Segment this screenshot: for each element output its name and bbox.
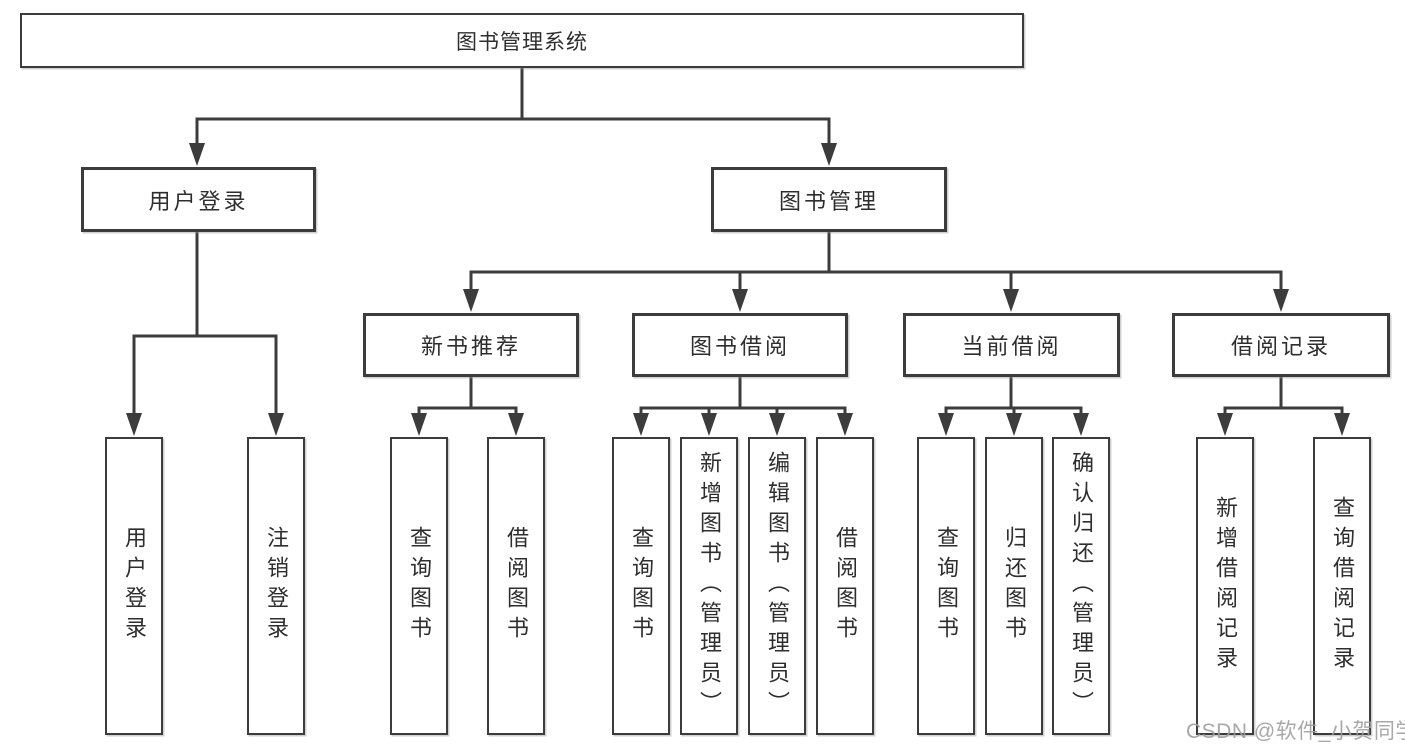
leaf-records-add-label: 新增借阅记录 <box>1213 496 1238 676</box>
leaf-logout-label: 注销登录 <box>264 526 289 646</box>
leaf-current-confirm-label: 确认归还（管理员） <box>1069 451 1094 721</box>
arrow-leaf-nb-query <box>411 413 427 436</box>
arrow-new-book <box>463 289 479 312</box>
leaf-newbook-query-label: 查询图书 <box>407 526 432 646</box>
arrow-leaf-bb-edit <box>769 413 785 436</box>
arrow-leaf-cb-return <box>1006 413 1022 436</box>
leaf-records-add: 新增借阅记录 <box>1196 437 1254 735</box>
arrow-leaf-user-login <box>126 413 142 436</box>
leaf-newbook-borrow-label: 借阅图书 <box>504 526 529 646</box>
arrow-leaf-bb-borrow <box>837 413 853 436</box>
leaf-current-return-label: 归还图书 <box>1002 526 1027 646</box>
node-root-label: 图书管理系统 <box>456 30 588 54</box>
edge-userlogin-bar <box>132 334 278 414</box>
node-new-book-rec: 新书推荐 <box>363 313 579 377</box>
arrow-leaf-nb-borrow <box>508 413 524 436</box>
leaf-current-query: 查询图书 <box>917 437 975 735</box>
leaf-newbook-borrow: 借阅图书 <box>487 437 545 735</box>
node-user-login-label: 用户登录 <box>148 188 249 214</box>
watermark: CSDN @软件_小贺同学 <box>1186 720 1405 743</box>
leaf-records-query-label: 查询借阅记录 <box>1330 496 1355 676</box>
arrow-leaf-bb-add <box>701 413 717 436</box>
arrow-leaf-br-query <box>1334 413 1350 436</box>
leaf-borrow-edit-label: 编辑图书（管理员） <box>765 451 790 721</box>
leaf-user-login-label: 用户登录 <box>122 526 147 646</box>
node-borrow-records-label: 借阅记录 <box>1230 334 1331 359</box>
node-new-book-rec-label: 新书推荐 <box>420 334 521 359</box>
arrow-borrow-records <box>1273 289 1289 312</box>
edge-bookmgmt-bar <box>469 270 1283 291</box>
leaf-current-return: 归还图书 <box>985 437 1043 735</box>
node-current-borrow-label: 当前借阅 <box>961 334 1062 359</box>
arrow-leaf-bb-query <box>633 413 649 436</box>
arrow-leaf-cb-confirm <box>1073 413 1089 436</box>
leaf-borrow-borrow: 借阅图书 <box>816 437 874 735</box>
leaf-records-query: 查询借阅记录 <box>1313 437 1371 735</box>
node-book-mgmt: 图书管理 <box>711 167 947 232</box>
arrow-leaf-br-add <box>1217 413 1233 436</box>
leaf-current-query-label: 查询图书 <box>934 526 959 646</box>
edge-records-bar <box>1223 406 1344 414</box>
leaf-borrow-query: 查询图书 <box>612 437 670 735</box>
leaf-borrow-add: 新增图书（管理员） <box>680 437 738 735</box>
arrow-book-mgmt <box>821 143 837 166</box>
node-book-borrow: 图书借阅 <box>632 313 848 377</box>
node-current-borrow: 当前借阅 <box>903 313 1120 377</box>
node-root: 图书管理系统 <box>20 13 1024 68</box>
leaf-current-confirm: 确认归还（管理员） <box>1052 437 1110 735</box>
leaf-borrow-query-label: 查询图书 <box>629 526 654 646</box>
node-book-borrow-label: 图书借阅 <box>689 334 790 359</box>
leaf-logout: 注销登录 <box>247 437 305 735</box>
leaf-user-login: 用户登录 <box>105 437 163 735</box>
arrow-current-borrow <box>1003 289 1019 312</box>
edge-root-bar <box>195 117 831 145</box>
arrow-leaf-logout <box>268 413 284 436</box>
arrow-user-login <box>189 143 205 166</box>
arrow-book-borrow <box>732 289 748 312</box>
edge-newbook-bar <box>417 406 518 414</box>
leaf-borrow-borrow-label: 借阅图书 <box>833 526 858 646</box>
node-book-mgmt-label: 图书管理 <box>778 188 879 214</box>
node-borrow-records: 借阅记录 <box>1172 313 1390 377</box>
node-user-login: 用户登录 <box>81 167 316 232</box>
edge-borrow-bar <box>639 406 847 414</box>
leaf-borrow-edit: 编辑图书（管理员） <box>748 437 806 735</box>
arrow-leaf-cb-query <box>938 413 954 436</box>
leaf-newbook-query: 查询图书 <box>390 437 448 735</box>
leaf-borrow-add-label: 新增图书（管理员） <box>697 451 722 721</box>
